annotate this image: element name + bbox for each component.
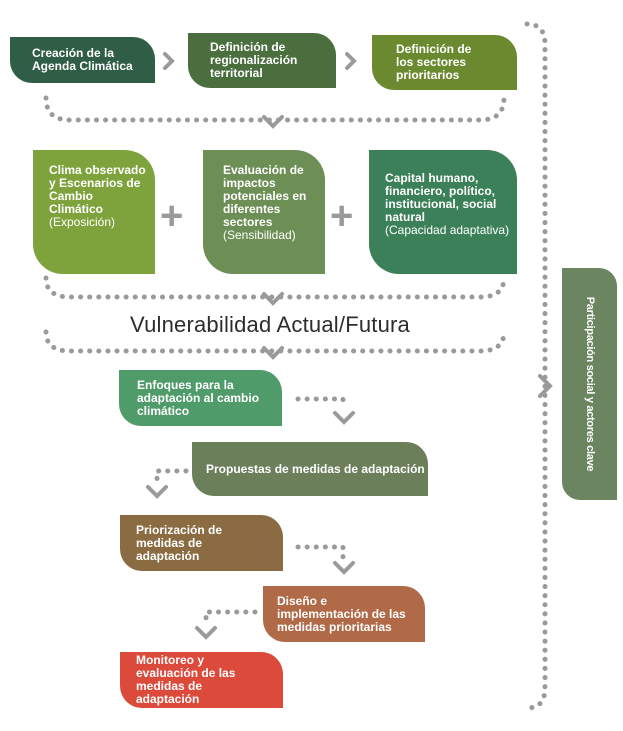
plus-icon: + (330, 194, 354, 238)
chevron-down-icon (146, 485, 168, 499)
step-diseno: Diseño e implementación de las medidas p… (263, 586, 425, 642)
component-sublabel: (Capacidad adaptativa) (385, 223, 510, 237)
chevron-down-icon (333, 561, 355, 575)
chevron-right-icon (163, 52, 175, 70)
chevron-down-icon (195, 626, 217, 640)
process-box-label: Creación de la Agenda Climática (32, 46, 133, 73)
process-box-regionalizacion: Definición de regionalización territoria… (188, 33, 336, 88)
side-panel-participacion: Participación social y actores clave (562, 268, 617, 500)
step-enfoques: Enfoques para la adaptación al cambio cl… (119, 370, 282, 426)
component-label: Capital humano, financiero, político, in… (385, 171, 497, 224)
side-panel-label: Participación social y actores clave (583, 296, 596, 472)
step-monitoreo: Monitoreo y evaluación de las medidas de… (120, 652, 283, 708)
component-capacidad: Capital humano, financiero, político, in… (369, 150, 517, 274)
process-box-agenda: Creación de la Agenda Climática (10, 37, 155, 83)
component-sublabel: (Exposición) (49, 215, 116, 229)
component-sensibilidad: Evaluación de impactos potenciales en di… (203, 150, 325, 274)
step-label: Enfoques para la adaptación al cambio cl… (137, 377, 260, 418)
step-label: Propuestas de medidas de adaptación (206, 461, 425, 476)
plus-icon: + (160, 194, 184, 238)
component-exposicion: Clima observado y Escenarios de Cambio C… (33, 150, 155, 274)
chevron-down-icon (333, 411, 355, 425)
vulnerability-title: Vulnerabilidad Actual/Futura (130, 312, 410, 337)
component-label: Clima observado y Escenarios de Cambio C… (49, 163, 146, 216)
process-box-sectores: Definición de los sectores prioritarios (372, 35, 517, 90)
step-priorizacion: Priorización de medidas de adaptación (120, 515, 283, 571)
component-sublabel: (Sensibilidad) (223, 228, 296, 242)
chevron-right-icon (538, 374, 553, 398)
step-propuestas: Propuestas de medidas de adaptación (192, 442, 428, 496)
step-label: Diseño e implementación de las medidas p… (277, 593, 406, 634)
chevron-right-icon (345, 52, 357, 70)
process-box-label: Definición de los sectores prioritarios (396, 42, 472, 82)
step-label: Priorización de medidas de adaptación (136, 522, 223, 563)
component-label: Evaluación de impactos potenciales en di… (223, 163, 307, 229)
process-box-label: Definición de regionalización territoria… (210, 40, 298, 80)
step-label: Monitoreo y evaluación de las medidas de… (136, 653, 236, 706)
